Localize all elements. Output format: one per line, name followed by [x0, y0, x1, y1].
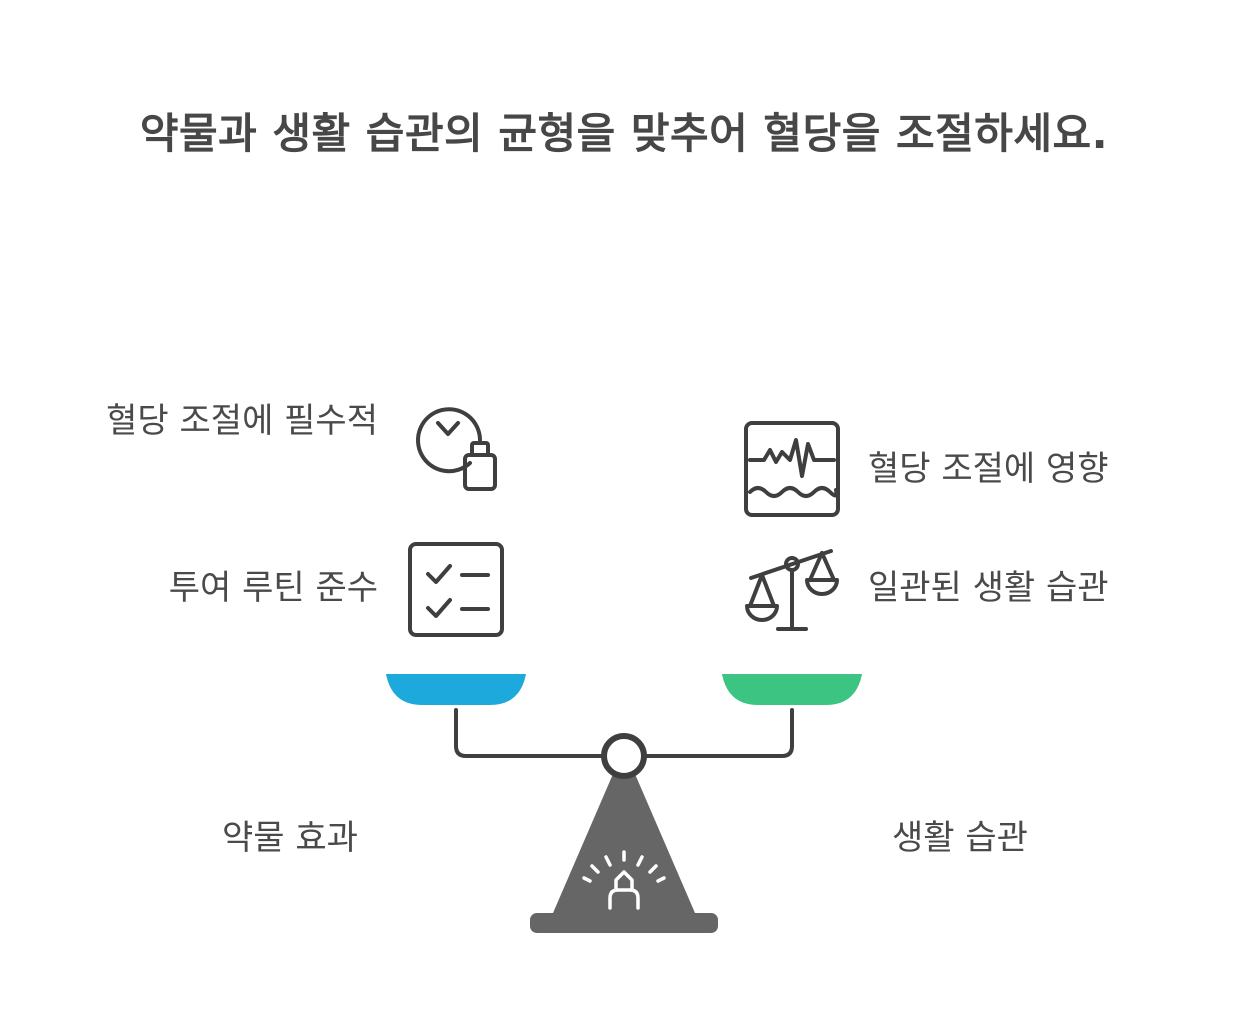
page-title: 약물과 생활 습관의 균형을 맞추어 혈당을 조절하세요.	[139, 109, 1109, 158]
medication-effect-label: 약물 효과	[222, 818, 358, 858]
right-pan	[722, 674, 862, 705]
right-item-consistent-label: 일관된 생활 습관	[868, 568, 1109, 608]
right-item-influence-label: 혈당 조절에 영향	[868, 449, 1109, 489]
clock-medication-icon	[416, 407, 497, 491]
left-item-routine-label: 투여 루틴 준수	[168, 568, 378, 608]
balance-scale-icon	[745, 549, 839, 631]
balance-pivot	[601, 733, 647, 779]
balance-stand	[553, 774, 695, 913]
left-item-essential-label: 혈당 조절에 필수적	[106, 401, 378, 441]
glucose-monitor-icon	[744, 421, 840, 517]
balance-beam	[454, 708, 794, 758]
alarm-light-icon	[582, 850, 666, 910]
checklist-icon	[408, 542, 504, 637]
left-pan	[386, 674, 526, 705]
lifestyle-label: 생활 습관	[892, 818, 1028, 858]
balance-base	[530, 913, 718, 933]
